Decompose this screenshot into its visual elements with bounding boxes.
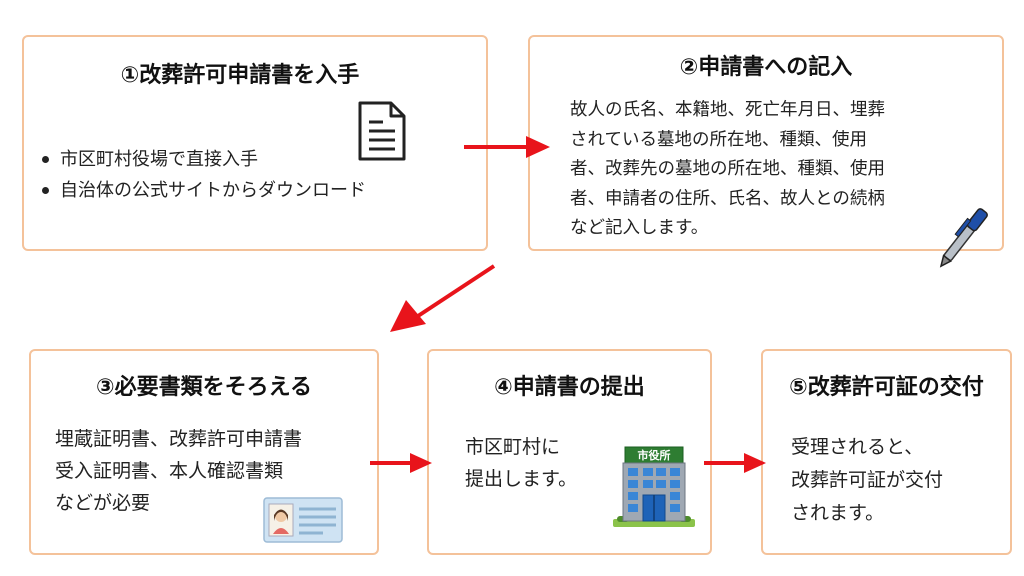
step-4-box: ④申請書の提出 市区町村に 提出します。 市役所	[427, 349, 712, 555]
step-1-list: 市区町村役場で直接入手 自治体の公式サイトからダウンロード	[38, 144, 366, 206]
text-line: されます。	[791, 502, 885, 524]
text-line: されている墓地の所在地、種類、使用	[570, 129, 867, 150]
step-5-box: ⑤改葬許可証の交付 受理されると、 改葬許可証が交付 されます。	[761, 349, 1012, 555]
text-line: など記入します。	[570, 218, 709, 238]
step-5-title: ⑤改葬許可証の交付	[789, 375, 984, 400]
text-line: 者、改葬先の墓地の所在地、種類、使用	[570, 159, 885, 179]
step-3-text: 埋蔵証明書、改葬許可申請書 受入証明書、本人確認書類 などが必要	[55, 423, 302, 519]
pen-icon	[939, 208, 988, 268]
city-hall-icon: 市役所	[613, 446, 695, 527]
text-line: 提出します。	[465, 468, 578, 490]
arrow-4-to-5	[704, 453, 766, 473]
step-2-text: 故人の氏名、本籍地、死亡年月日、埋葬 されている墓地の所在地、種類、使用 者、改…	[570, 96, 885, 244]
text-line: 受理されると、	[791, 436, 924, 458]
text-line: 埋蔵証明書、改葬許可申請書	[55, 428, 303, 450]
step-5-text: 受理されると、 改葬許可証が交付 されます。	[791, 431, 943, 530]
text-line: 受入証明書、本人確認書類	[55, 460, 284, 482]
step-4-text: 市区町村に 提出します。	[465, 431, 577, 495]
step-1-box: ①改葬許可申請書を入手 市区町村役場で直接入手 自治体の公式サイトからダウンロー…	[22, 35, 488, 251]
step-2-box: ②申請書への記入 故人の氏名、本籍地、死亡年月日、埋葬 されている墓地の所在地、…	[528, 35, 1004, 251]
step-3-title: ③必要書類をそろえる	[96, 375, 312, 400]
arrow-2-to-3	[390, 264, 496, 332]
arrow-1-to-2	[464, 136, 550, 158]
list-item: 市区町村役場で直接入手	[38, 144, 366, 175]
list-item: 自治体の公式サイトからダウンロード	[38, 175, 366, 206]
building-windows	[628, 468, 680, 512]
step-2-title: ②申請書への記入	[679, 55, 853, 80]
text-line: 故人の氏名、本籍地、死亡年月日、埋葬	[570, 100, 885, 120]
text-line: 市区町村に	[465, 436, 561, 458]
text-line: などが必要	[55, 492, 151, 514]
text-line: 者、申請者の住所、氏名、故人との続柄	[570, 188, 885, 209]
document-icon	[358, 101, 406, 161]
step-1-title: ①改葬許可申請書を入手	[120, 63, 360, 88]
arrow-3-to-4	[370, 453, 432, 473]
id-card-icon	[263, 497, 343, 543]
building-sign: 市役所	[638, 448, 671, 462]
text-line: 改葬許可証が交付	[791, 469, 944, 491]
step-3-box: ③必要書類をそろえる 埋蔵証明書、改葬許可申請書 受入証明書、本人確認書類 など…	[29, 349, 379, 555]
step-4-title: ④申請書の提出	[494, 375, 645, 400]
